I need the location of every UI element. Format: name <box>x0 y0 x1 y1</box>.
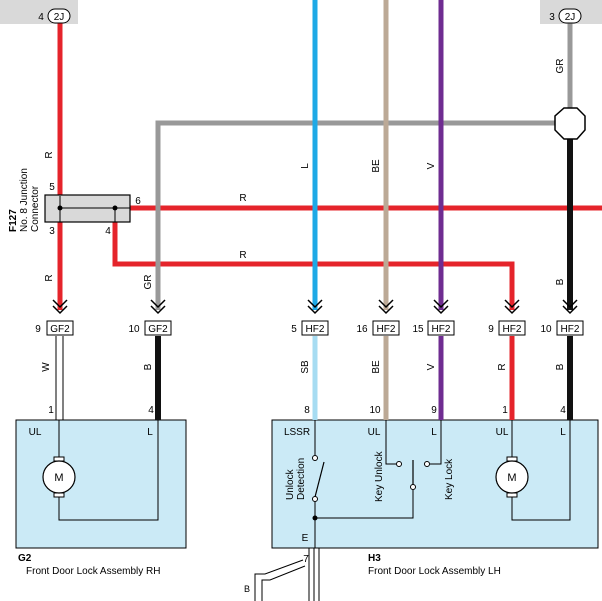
junction-pin-6: 6 <box>135 196 141 207</box>
wire-label-b-right: B <box>555 278 566 285</box>
h3-pin-4: 4 <box>560 405 566 416</box>
wire-label-r-junction-in: R <box>44 151 55 158</box>
h3-pin-8: 8 <box>304 405 310 416</box>
wire-label-r-horizontal-upper: R <box>239 193 246 204</box>
h3-term-l-motor: L <box>560 427 566 438</box>
wire-label-sb: SB <box>300 360 311 374</box>
top-connector-tag-left <box>47 8 71 24</box>
top-connector-pin-right: 3 <box>549 12 555 23</box>
connector-hf2-15: HF2 15 <box>412 299 455 336</box>
h3-pin-1: 1 <box>502 405 508 416</box>
connector-hf2-10: HF2 10 <box>540 299 584 336</box>
bottom-ground-wires <box>254 548 320 601</box>
connector-hf2-9: HF2 9 <box>488 299 526 336</box>
key-lock-label: Key Lock <box>444 458 455 500</box>
wire-label-b-g2: B <box>143 363 154 370</box>
g2-term-l: L <box>147 427 153 438</box>
wire-label-be-lower: BE <box>371 360 382 374</box>
connector-code: HF2 <box>432 324 451 335</box>
wire-label-be: BE <box>371 159 382 173</box>
connector-gf2-10: GF2 10 <box>128 299 172 336</box>
wire-label-v: V <box>426 162 437 169</box>
key-switch <box>385 420 442 490</box>
connector-pin: 10 <box>540 324 552 335</box>
wire-label-gr-right: GR <box>555 59 566 74</box>
g2-motor-circuit <box>53 420 159 521</box>
junction-pin-3: 3 <box>49 226 55 237</box>
g2-motor-icon <box>42 460 76 494</box>
g2-ref: G2 <box>18 553 32 564</box>
h3-motor-label: M <box>507 472 516 484</box>
top-connector-pin-left: 4 <box>38 12 44 23</box>
g2-term-ul: UL <box>29 427 42 438</box>
h3-term-l: L <box>431 427 437 438</box>
h3-term-e: E <box>302 533 309 544</box>
wire-gr-left <box>155 120 555 310</box>
connector-pin: 16 <box>356 324 368 335</box>
connector-gf2-9: GF2 9 <box>35 299 74 336</box>
g2-motor-label: M <box>54 472 63 484</box>
h3-term-lssr: LSSR <box>284 427 310 438</box>
key-unlock-label: Key Unlock <box>374 450 385 502</box>
h3-motor-icon <box>495 460 529 494</box>
h3-pin-10: 10 <box>369 405 381 416</box>
g2-component-box <box>15 419 187 549</box>
junction-ref: F127 <box>8 209 19 232</box>
connector-pin: 5 <box>291 324 297 335</box>
g2-pin-left: 1 <box>48 405 54 416</box>
top-connector-tag-right <box>558 8 582 24</box>
junction-pin-4: 4 <box>105 226 111 237</box>
wire-label-r-left-lower: R <box>44 274 55 281</box>
unlock-detection-label-2: Detection <box>296 458 307 500</box>
connector-hf2-16: HF2 16 <box>356 299 400 336</box>
connector-code: HF2 <box>377 324 396 335</box>
h3-pin-9: 9 <box>431 405 437 416</box>
bottom-wire-label-b: B <box>244 584 250 594</box>
unlock-detection-label-1: Unlock <box>285 468 296 500</box>
wire-label-gr-left: GR <box>143 275 154 290</box>
top-connector-code-left: 2J <box>54 12 65 23</box>
mid-connector-group: GF2 9 GF2 10 HF2 5 HF2 16 <box>35 299 584 336</box>
junction-pin-5: 5 <box>49 182 55 193</box>
connector-hf2-5: HF2 5 <box>291 299 329 336</box>
wire-label-b-lower: B <box>555 363 566 370</box>
connector-pin: 15 <box>412 324 424 335</box>
wire-label-r-horizontal-lower: R <box>239 250 246 261</box>
h3-name: Front Door Lock Assembly LH <box>368 566 501 577</box>
h3-term-ul: UL <box>368 427 381 438</box>
connector-code: HF2 <box>503 324 522 335</box>
junction-dot-right <box>112 205 118 211</box>
connector-code: HF2 <box>561 324 580 335</box>
connector-code: GF2 <box>148 324 168 335</box>
junction-name-line1: No. 8 Junction <box>19 168 30 232</box>
wire-label-v-lower: V <box>426 363 437 370</box>
wire-label-r-lower: R <box>497 363 508 370</box>
wire-label-w: W <box>41 362 52 372</box>
connector-code: HF2 <box>306 324 325 335</box>
h3-ref: H3 <box>368 553 381 564</box>
splice-point <box>554 107 586 140</box>
connector-pin: 9 <box>488 324 494 335</box>
h3-pin-7: 7 <box>303 554 309 565</box>
unlock-detection-switch <box>312 420 414 548</box>
connector-code: GF2 <box>50 324 70 335</box>
junction-dot-left <box>57 205 63 211</box>
h3-term-ul-motor: UL <box>496 427 509 438</box>
g2-name: Front Door Lock Assembly RH <box>26 566 161 577</box>
top-connector-code-right: 2J <box>565 12 576 23</box>
connector-pin: 10 <box>128 324 140 335</box>
connector-pin: 9 <box>35 324 41 335</box>
h3-component-box <box>271 419 599 549</box>
g2-pin-right: 4 <box>148 405 154 416</box>
wire-label-l: L <box>300 163 311 169</box>
junction-name-line2: Connector <box>30 185 41 232</box>
